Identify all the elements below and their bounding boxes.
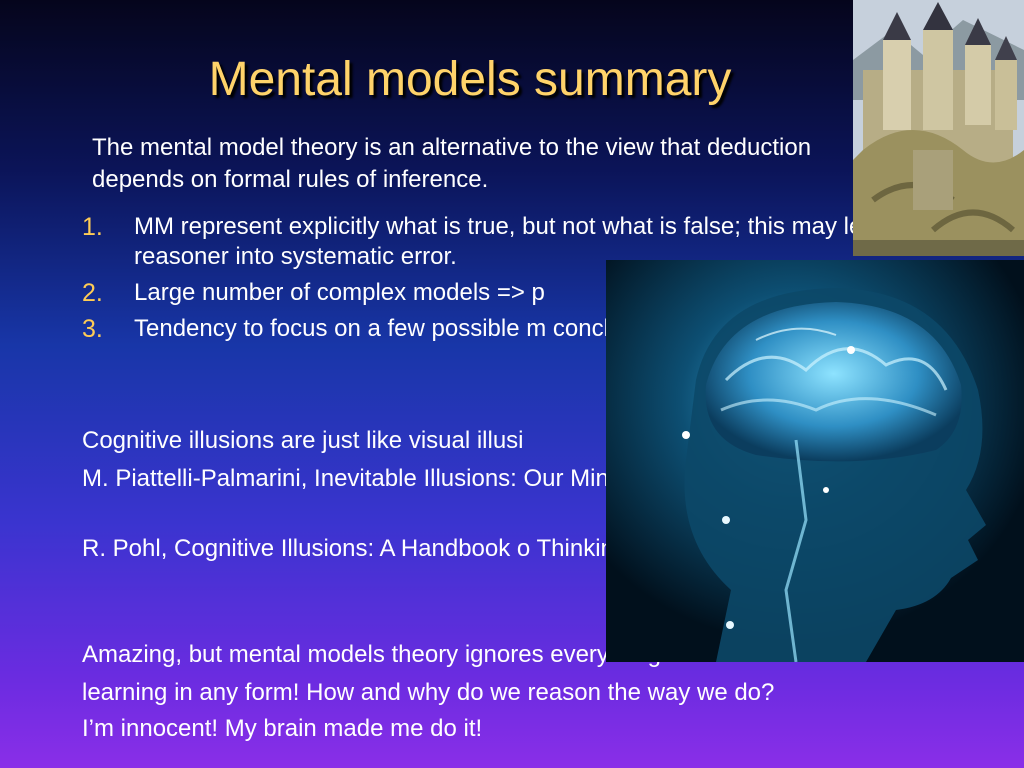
cognitive-illusions-text: Cognitive illusions are just like visual…	[82, 427, 524, 454]
list-number: 3.	[82, 315, 103, 343]
reference-piattelli: M. Piattelli-Palmarini, Inevitable Illus…	[82, 465, 711, 492]
closing-line-2: learning in any form! How and why do we …	[82, 679, 775, 706]
intro-text: The mental model theory is an alternativ…	[92, 134, 812, 193]
list-item: 2. Large number of complex models => p	[82, 278, 982, 308]
list-item: 1. MM represent explicitly what is true,…	[82, 212, 982, 272]
list-number: 1.	[82, 213, 103, 241]
castle-image	[853, 0, 1024, 256]
numbered-list: 1. MM represent explicitly what is true,…	[82, 212, 982, 350]
brain-image	[606, 260, 1024, 662]
list-number: 2.	[82, 279, 103, 307]
closing-line-3: I’m innocent! My brain made me do it!	[82, 715, 483, 742]
list-text: MM represent explicitly what is true, bu…	[134, 213, 954, 270]
list-text: Large number of complex models => p	[134, 279, 545, 306]
slide-title: Mental models summary	[208, 53, 732, 106]
